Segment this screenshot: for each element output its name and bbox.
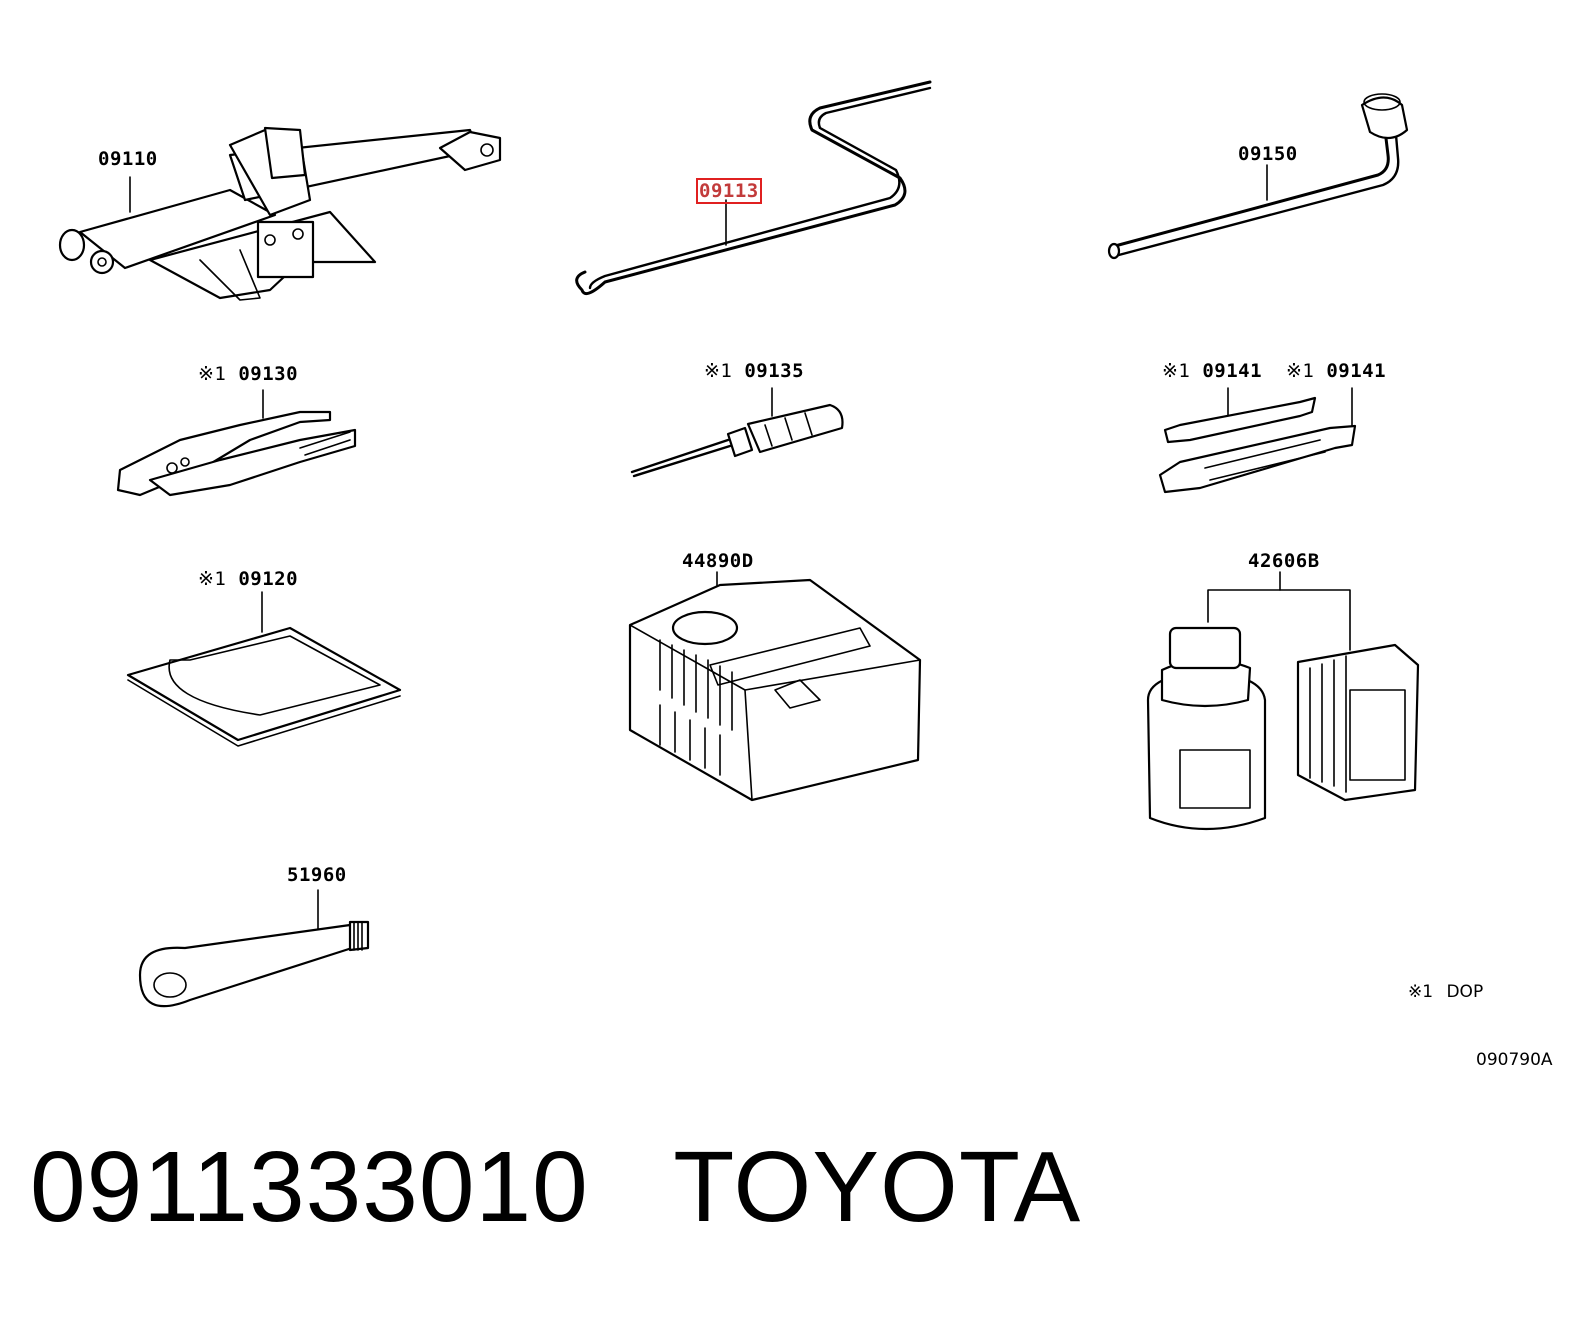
part-label-tool-bag[interactable]: ※1 09120 <box>198 568 298 590</box>
part-number: 09120 <box>238 568 299 590</box>
part-label-jack[interactable]: 09110 <box>98 148 158 170</box>
tool-bag-drawing <box>126 591 402 747</box>
screwdriver-drawing <box>630 387 844 478</box>
part-label-wrench-a[interactable]: ※1 09141 <box>1162 360 1262 382</box>
part-label-sealant-kit[interactable]: 42606B <box>1248 550 1320 572</box>
pliers-drawing <box>116 389 357 497</box>
part-label-wrench-b[interactable]: ※1 09141 <box>1286 360 1386 382</box>
legend-text: DOP <box>1446 982 1484 1002</box>
part-number: 09141 <box>1202 360 1263 382</box>
legend-mark: ※1 <box>1408 982 1434 1002</box>
jack-handle-drawing <box>575 80 932 296</box>
dop-mark: ※1 <box>198 363 227 385</box>
diagram-code: 090790A <box>1476 1050 1553 1070</box>
dop-mark: ※1 <box>1286 360 1315 382</box>
towing-eyelet-drawing <box>138 889 370 1008</box>
compressor-drawing <box>628 571 922 802</box>
wheel-wrench-drawing <box>1107 93 1409 260</box>
caption-part-number: 0911333010 <box>30 1131 589 1243</box>
part-label-towing-eyelet[interactable]: 51960 <box>287 864 347 886</box>
part-label-compressor[interactable]: 44890D <box>682 550 754 572</box>
part-label-screwdriver[interactable]: ※1 09135 <box>704 360 804 382</box>
sealant-kit-drawing <box>1146 571 1420 831</box>
dop-mark: ※1 <box>1162 360 1191 382</box>
part-label-pliers[interactable]: ※1 09130 <box>198 363 298 385</box>
caption-brand: TOYOTA <box>673 1131 1082 1243</box>
part-label-wheel-wrench[interactable]: 09150 <box>1238 143 1298 165</box>
part-number: 09130 <box>238 363 299 385</box>
legend-note: ※1 DOP <box>1408 982 1483 1002</box>
part-number: 09141 <box>1326 360 1387 382</box>
dop-mark: ※1 <box>704 360 733 382</box>
part-number: 09135 <box>744 360 805 382</box>
page-caption: 0911333010 TOYOTA <box>30 1130 1081 1245</box>
jack-drawing <box>58 126 502 301</box>
dop-mark: ※1 <box>198 568 227 590</box>
part-label-jack-handle[interactable]: 09113 <box>696 178 762 204</box>
wrenches-drawing <box>1158 387 1357 494</box>
